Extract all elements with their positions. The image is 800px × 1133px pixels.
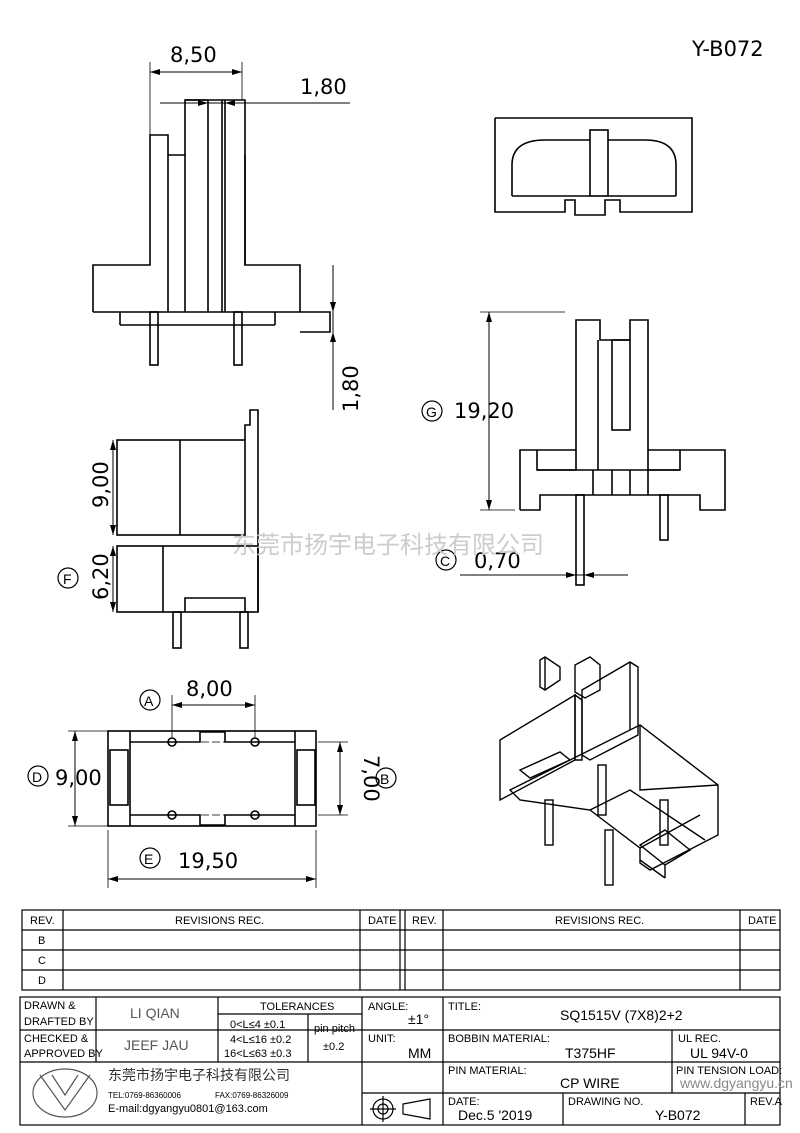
projection-symbol-icon [370,1096,431,1122]
bobbin-material-label: BOBBIN MATERIAL: [448,1033,550,1045]
dim-width-d: 9,00 [55,766,102,790]
side-view: G 19,20 C 0,70 [421,311,726,586]
checked-label-1: CHECKED & [24,1033,89,1045]
rev-row-c: C [38,955,46,967]
dim-height-g: 19,20 [454,399,514,423]
company-name: 东莞市扬宇电子科技有限公司 [108,1067,290,1083]
date-label: DATE: [448,1096,480,1108]
title-value: SQ1515V (7X8)2+2 [560,1007,683,1023]
dim-pin-dia: 0,70 [474,549,521,573]
unit-label: UNIT: [368,1033,396,1045]
angle-value: ±1° [408,1011,429,1027]
company-logo-icon [32,1068,98,1118]
drawn-by: LI QIAN [130,1005,180,1021]
marker-a: A [144,693,154,709]
drawing-no-label: DRAWING NO. [568,1096,643,1108]
pin-material-label: PIN MATERIAL: [448,1065,527,1077]
ul-label: UL REC. [678,1033,721,1045]
marker-f: F [63,571,72,587]
rev-header-right: REV. [412,915,437,927]
front-view: 8,50 1,80 1,80 [92,43,363,412]
checked-by: JEEF JAU [124,1037,189,1053]
rev-header-left: REV. [30,915,55,927]
marker-b: B [380,771,389,787]
date-value: Dec.5 '2019 [458,1107,532,1123]
rec-header-right: REVISIONS REC. [555,915,644,927]
dim-pin-length: 1,80 [339,365,363,412]
pin-material-value: CP WIRE [560,1075,620,1091]
company-tel: TEL:0769-86360006 [108,1091,182,1100]
rec-header-left: REVISIONS REC. [175,915,264,927]
checked-label-2: APPROVED BY [24,1048,104,1060]
tolerance-1: 0<L≤4 ±0.1 [230,1019,285,1031]
top-view [494,117,693,216]
pin-tension-label: PIN TENSION LOAD: [676,1065,782,1077]
rev-label: REV.A [750,1096,783,1108]
angle-label: ANGLE: [368,1001,408,1013]
tolerances-label: TOLERANCES [260,1001,334,1013]
dim-length-e: 19,50 [178,849,238,873]
dim-pitch-b: 7,00 [359,755,383,802]
bobbin-material-value: T375HF [565,1045,616,1061]
watermark: 东莞市扬宇电子科技有限公司 [232,531,544,559]
company-email: E-mail:dgyangyu0801@163.com [108,1103,268,1115]
revision-table [21,909,781,991]
drawn-label-1: DRAWN & [24,1000,76,1012]
marker-e: E [144,851,153,867]
title-label: TITLE: [448,1001,481,1013]
dim-pitch-a: 8,00 [186,677,233,701]
dim-flange: 6,20 [89,553,113,600]
dim-slot-width: 1,80 [300,75,347,99]
company-fax: FAX:0769-86326009 [215,1091,289,1100]
marker-c: C [440,553,450,569]
dim-top-width: 8,50 [170,43,217,67]
pin-pitch-label: pin pitch [314,1023,355,1035]
isometric-view [499,656,719,886]
drawing-no-value: Y-B072 [655,1107,701,1123]
dim-side-height: 9,00 [89,461,113,508]
part-number-top: Y-B072 [691,37,764,61]
marker-d: D [32,769,42,785]
drawn-label-2: DRAFTED BY [24,1016,94,1028]
title-block-grid [19,996,781,1126]
marker-g: G [426,404,437,420]
tolerance-2: 4<L≤16 ±0.2 [230,1034,291,1046]
ul-value: UL 94V-0 [690,1045,748,1061]
rev-row-b: B [38,935,45,947]
tolerance-3: 16<L≤63 ±0.3 [224,1048,291,1060]
bottom-view: A 8,00 D 9,00 7,00 B E 19,50 [27,677,397,888]
unit-value: MM [408,1045,431,1061]
date-header-right: DATE [748,915,777,927]
pin-pitch-value: ±0.2 [323,1041,344,1053]
website: www.dgyangyu.cn [679,1075,793,1091]
left-side-view: 9,00 6,20 F [57,409,259,649]
rev-row-d: D [38,975,46,987]
date-header-left: DATE [368,915,397,927]
